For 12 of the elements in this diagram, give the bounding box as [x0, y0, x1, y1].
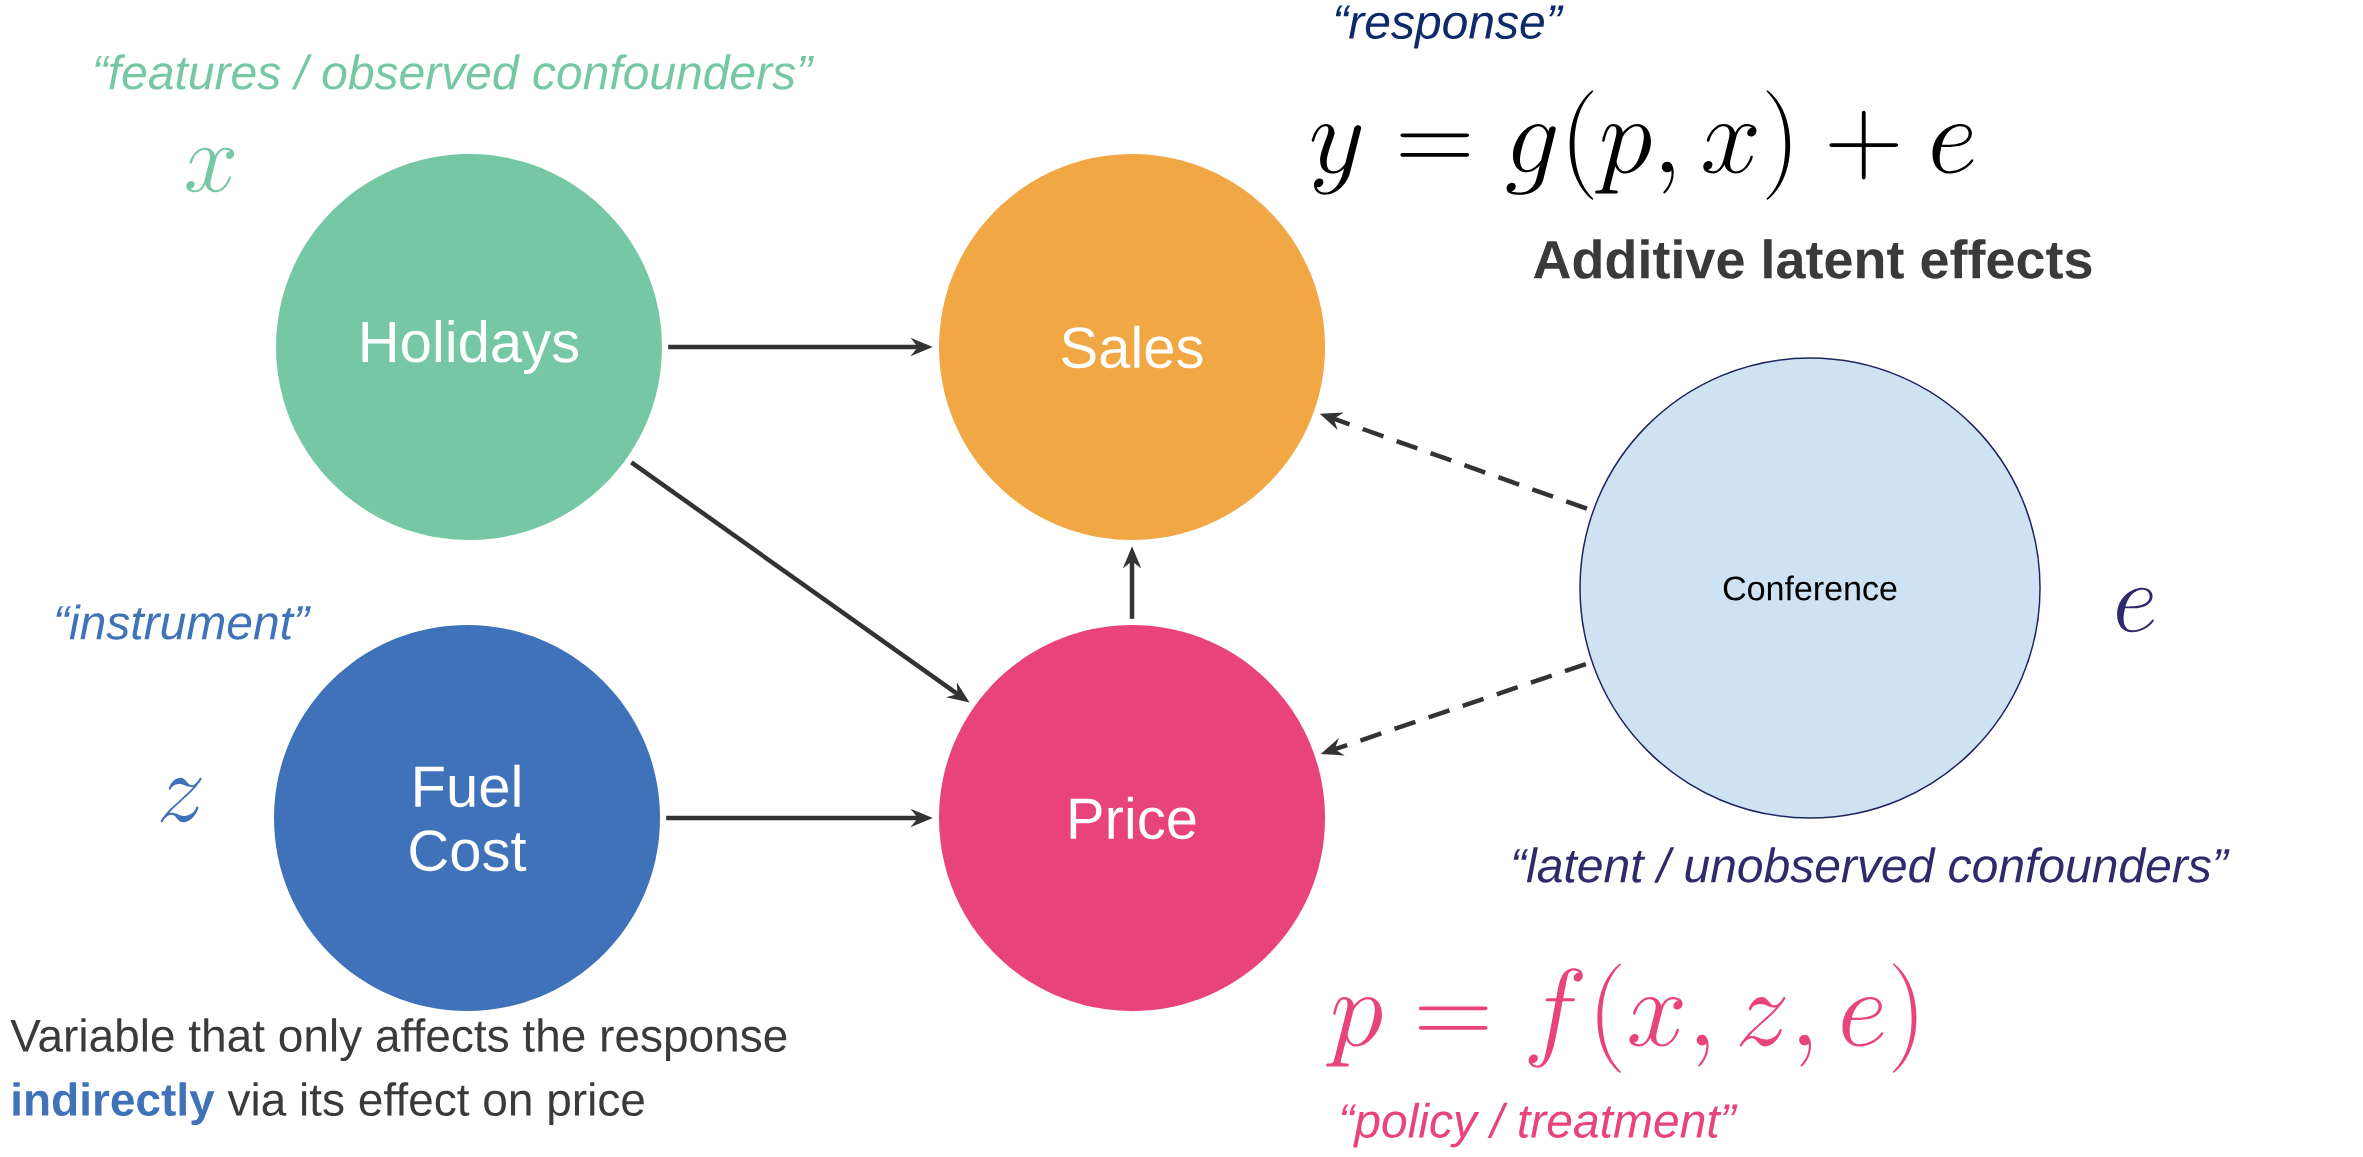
- math-formula: $e$: [2117, 587, 2154, 633]
- annotation-text: “latent / unobserved confounders”: [1513, 847, 2230, 883]
- circle-node: Conference: [1579, 357, 2041, 819]
- annotation-text: “response”: [1335, 5, 1564, 49]
- annotation-text: “features / observed confounders”: [95, 54, 814, 90]
- circle-node: Holidays: [276, 154, 662, 540]
- annotation-text: “policy / treatment”: [1341, 1102, 1738, 1148]
- annotation-text: Additive latent effects: [1533, 239, 2092, 279]
- math-formula: $z$: [160, 777, 202, 823]
- circle-node: Price: [939, 625, 1325, 1011]
- math-formula: $p = f(x, z, e)$: [1326, 963, 1917, 1073]
- math-formula: $x$: [186, 147, 235, 193]
